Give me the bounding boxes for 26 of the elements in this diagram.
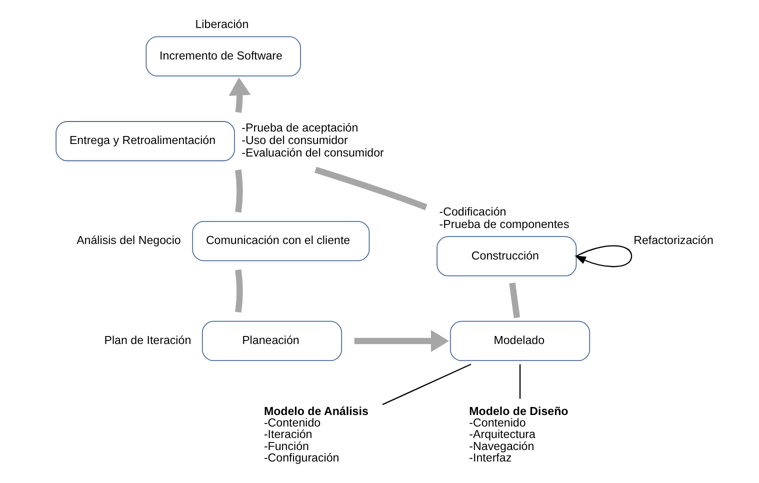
connector [314, 166, 428, 210]
node-label: Liberación [195, 19, 249, 32]
connector [235, 269, 243, 313]
connector [509, 282, 520, 318]
arrow [354, 330, 449, 352]
node-label: Plan de Iteración [104, 335, 192, 348]
connector [235, 169, 243, 213]
node-label: -Evaluación del consumidor [242, 148, 384, 160]
node-box: Incremento de Software [146, 36, 301, 76]
node-box: Modelado [450, 320, 590, 362]
node-label: -Codificación [439, 206, 506, 219]
connector [519, 364, 521, 399]
node-box: Construcción [436, 236, 577, 276]
node-box: Entrega y Retroalimentación [56, 121, 235, 162]
node-box: Comunicación con el cliente [192, 220, 370, 262]
node-label: -Prueba de aceptación [242, 122, 358, 135]
node-box: Planeación [202, 320, 342, 362]
node-text: Modelo de Análisis -Contenido -Iteración -Función -Configuración [264, 406, 368, 464]
connector [382, 364, 472, 406]
arrow [228, 77, 251, 113]
node-label: Análisis del Negocio [76, 235, 181, 248]
edge-label: Refactorización [634, 235, 714, 248]
arrow [574, 245, 632, 268]
node-text: Modelo de Diseño -Contenido -Arquitectura -Navegación -Interfaz [469, 406, 568, 464]
node-label: -Uso del consumidor [242, 135, 348, 148]
node-label: -Prueba de componentes [439, 219, 570, 232]
